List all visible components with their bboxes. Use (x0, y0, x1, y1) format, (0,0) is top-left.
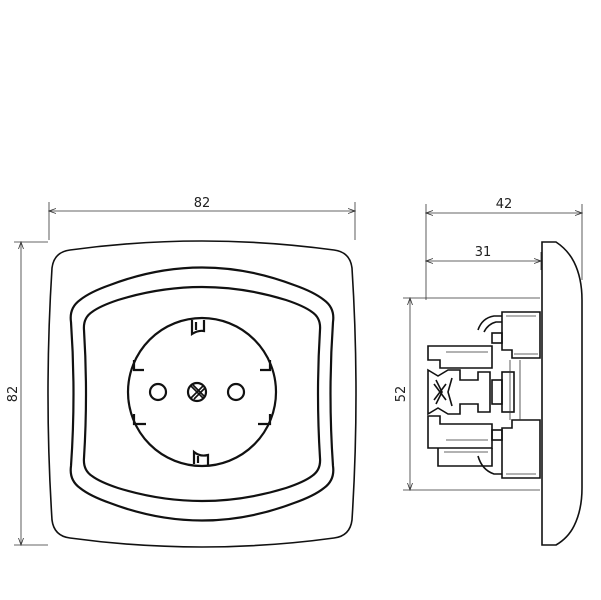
front-width-label: 82 (194, 196, 211, 211)
socket-recess (126, 316, 278, 468)
side-depth-insert-label: 31 (475, 245, 492, 260)
side-mechanism (427, 311, 541, 479)
front-height-dimension: 82 (6, 242, 48, 545)
side-view: 42 31 52 (394, 197, 583, 546)
socket-side-slot-left (132, 360, 146, 426)
socket-side-slot-right (258, 360, 272, 426)
front-width-dimension: 82 (49, 196, 355, 240)
cover-outer-contour (69, 266, 335, 522)
side-cover-plate (541, 241, 583, 546)
side-height-dimension: 52 (394, 298, 540, 490)
front-view: 82 82 (6, 196, 357, 548)
center-screw (186, 381, 208, 403)
earth-clip-bottom (192, 449, 210, 466)
earth-clip-top (190, 320, 206, 337)
side-height-label: 52 (394, 386, 409, 403)
side-depth-total-dimension: 42 (426, 197, 582, 300)
side-depth-insert-dimension: 31 (426, 245, 541, 270)
pin-hole-right (226, 382, 246, 402)
pin-hole-left (148, 382, 168, 402)
side-depth-total-label: 42 (496, 197, 513, 212)
cover-inner-contour (82, 285, 322, 503)
frame-plate (47, 240, 357, 548)
front-height-label: 82 (6, 386, 21, 403)
